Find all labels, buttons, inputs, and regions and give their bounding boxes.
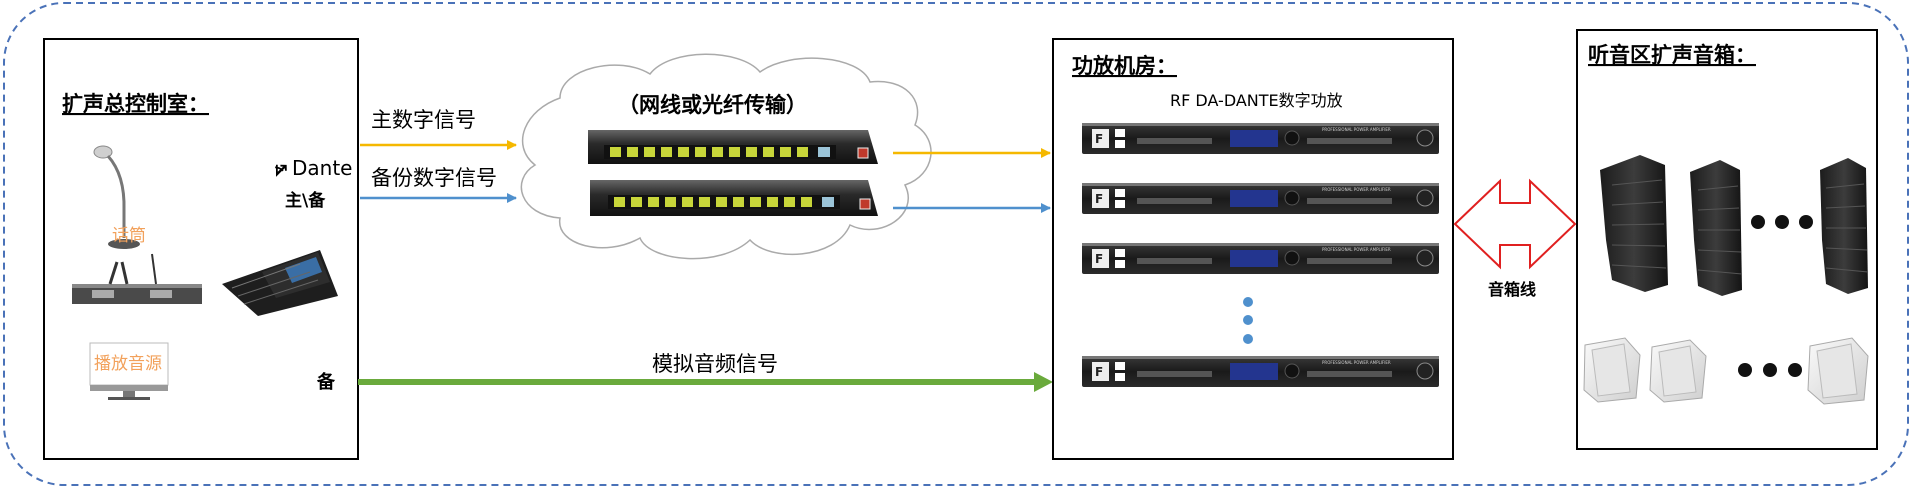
wall-speaker-icon	[1649, 339, 1707, 403]
svg-text:Dante: Dante	[292, 156, 352, 180]
network-label: （网线或光纤传输）	[618, 93, 807, 117]
monitor-icon	[89, 342, 169, 400]
network-switch-backup	[590, 180, 878, 216]
main-backup-label: 主\备	[285, 190, 326, 211]
amp-model-label: RF DA-DANTE数字功放	[1170, 91, 1343, 110]
amp-room-title: 功放机房：	[1072, 54, 1177, 78]
backup-digital-label: 备份数字信号	[371, 166, 497, 190]
svg-text:PROFESSIONAL POWER AMPLIFIER: PROFESSIONAL POWER AMPLIFIER	[1322, 247, 1391, 252]
line-array-speaker-icon	[1690, 160, 1743, 296]
svg-text:F: F	[1095, 132, 1103, 146]
amplifier-unit: F PROFESSIONAL POWER AMPLIFIER	[1082, 356, 1439, 387]
microphone-icon	[93, 145, 140, 249]
line-array-speaker-icon	[1820, 158, 1869, 294]
wireless-receiver-icon	[72, 253, 202, 304]
analog-audio-arrowhead	[1034, 372, 1053, 392]
svg-text:PROFESSIONAL POWER AMPLIFIER: PROFESSIONAL POWER AMPLIFIER	[1322, 360, 1391, 365]
wall-speaker-icon	[1807, 337, 1869, 405]
svg-text:⦬: ⦬	[275, 156, 287, 180]
ellipsis-dots-icon	[1751, 215, 1813, 229]
mixing-console-icon	[222, 250, 338, 316]
listening-area-title: 听音区扩声音箱：	[1588, 43, 1756, 67]
analog-audio-label: 模拟音频信号	[652, 352, 778, 376]
amplifier-unit: F PROFESSIONAL POWER AMPLIFIER	[1082, 183, 1439, 214]
control-room-title: 扩声总控制室：	[62, 92, 209, 116]
svg-text:PROFESSIONAL POWER AMPLIFIER: PROFESSIONAL POWER AMPLIFIER	[1322, 187, 1391, 192]
network-switch-primary	[588, 130, 878, 164]
ellipsis-dots-icon	[1738, 363, 1802, 377]
amplifier-unit: F PROFESSIONAL POWER AMPLIFIER	[1082, 123, 1439, 154]
control-room-box: 扩声总控制室： 话筒	[43, 38, 359, 460]
wall-speaker-icon	[1583, 337, 1641, 403]
outer-system-border	[3, 2, 1909, 486]
microphone-label: 话筒	[112, 226, 146, 246]
primary-digital-label: 主数字信号	[371, 108, 476, 132]
amplifier-unit: F PROFESSIONAL POWER AMPLIFIER	[1082, 243, 1439, 274]
svg-text:F: F	[1095, 365, 1103, 379]
speaker-cable-double-arrow	[1453, 178, 1577, 270]
speaker-cable-label: 音箱线	[1488, 280, 1536, 299]
line-array-speaker-icon	[1600, 155, 1668, 292]
ellipsis-dots-icon	[1243, 297, 1253, 344]
svg-text:F: F	[1095, 192, 1103, 206]
svg-text:PROFESSIONAL POWER AMPLIFIER: PROFESSIONAL POWER AMPLIFIER	[1322, 127, 1391, 132]
dante-logo: ⦬ Dante	[275, 156, 352, 180]
svg-text:F: F	[1095, 252, 1103, 266]
player-label: 播放音源	[94, 354, 162, 374]
backup-label: 备	[316, 371, 336, 393]
